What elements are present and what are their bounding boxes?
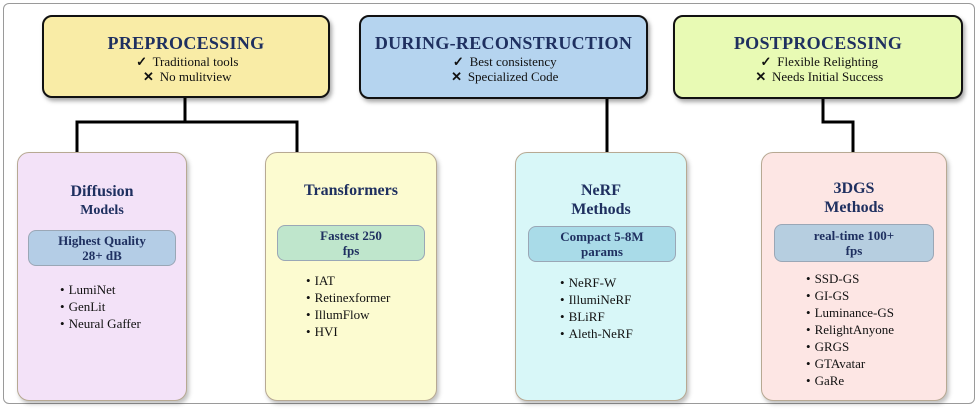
cross-icon: ✕ [755,69,767,84]
card-subtitle: Methods [824,199,884,216]
stage-con: ✕ Specialized Code [361,69,646,84]
list-item: Neural Gaffer [60,315,141,332]
list-item: BLiRF [560,308,633,325]
list-item: GI-GS [806,287,894,304]
badge-line-2: fps [342,243,360,258]
check-icon: ✓ [136,54,148,69]
stage-pro-text: Traditional tools [152,54,239,69]
list-item: GenLit [60,298,141,315]
card-title: Transformers [304,182,398,199]
check-icon: ✓ [452,54,464,69]
list-item: IllumiNeRF [560,291,633,308]
stage-pro-text: Flexible Relighting [777,54,878,69]
stage-postprocessing: POSTPROCESSING ✓ Flexible Relighting ✕ N… [673,15,963,99]
badge-line-1: real-time 100+ [813,228,895,243]
stage-con: ✕ No mulitview [44,69,328,84]
badge-line-1: Fastest 250 [320,228,382,243]
stage-con-text: Specialized Code [467,69,559,84]
stage-pro-text: Best consistency [469,54,557,69]
list-item: Luminance-GS [806,304,894,321]
stage-preprocessing: PREPROCESSING ✓ Traditional tools ✕ No m… [42,15,330,98]
list-item: SSD-GS [806,270,894,287]
card-subtitle: Models [80,203,124,218]
method-list: SSD-GS GI-GS Luminance-GS RelightAnyone … [806,270,894,389]
list-item: HVI [306,323,390,340]
card-badge: real-time 100+fps [774,224,934,262]
method-list: NeRF-W IllumiNeRF BLiRF Aleth-NeRF [560,274,633,342]
card-title: Diffusion [70,183,134,200]
list-item: GTAvatar [806,355,894,372]
cross-icon: ✕ [142,69,154,84]
list-item: GRGS [806,338,894,355]
list-item: RelightAnyone [806,321,894,338]
card-title: 3DGS [833,180,875,197]
stage-pro: ✓ Best consistency [361,54,646,69]
badge-line-1: Compact 5-8M [560,229,644,244]
stage-pro: ✓ Flexible Relighting [675,54,961,69]
badge-line-1: Highest Quality [58,233,146,248]
list-item: LumiNet [60,281,141,298]
list-item: NeRF-W [560,274,633,291]
cross-icon: ✕ [451,69,463,84]
card-subtitle: Methods [571,201,631,218]
stage-con-text: Needs Initial Success [772,69,884,84]
stage-title: DURING-RECONSTRUCTION [374,33,633,53]
check-icon: ✓ [760,54,772,69]
badge-line-2: 28+ dB [82,248,122,263]
card-title: NeRF [581,182,621,199]
list-item: GaRe [806,372,894,389]
list-item: IAT [306,272,390,289]
list-item: IllumFlow [306,306,390,323]
stage-during-reconstruction: DURING-RECONSTRUCTION ✓ Best consistency… [359,15,648,99]
list-item: Retinexformer [306,289,391,306]
stage-title: POSTPROCESSING [733,33,903,53]
preprocessing-connector [75,95,299,154]
method-list: LumiNet GenLit Neural Gaffer [60,281,141,332]
stage-pro: ✓ Traditional tools [44,54,328,69]
diagram-frame [3,3,975,404]
method-list: IAT Retinexformer IllumFlow HVI [306,272,391,340]
stage-con: ✕ Needs Initial Success [675,69,961,84]
list-item: Aleth-NeRF [560,325,633,342]
stage-title: PREPROCESSING [107,33,265,53]
card-3dgs-methods: 3DGS Methods real-time 100+fps SSD-GS GI… [761,152,947,401]
badge-line-2: params [581,244,623,259]
stage-con-text: No mulitview [159,69,232,84]
badge-line-2: fps [845,243,863,258]
postprocessing-connector [821,97,855,154]
